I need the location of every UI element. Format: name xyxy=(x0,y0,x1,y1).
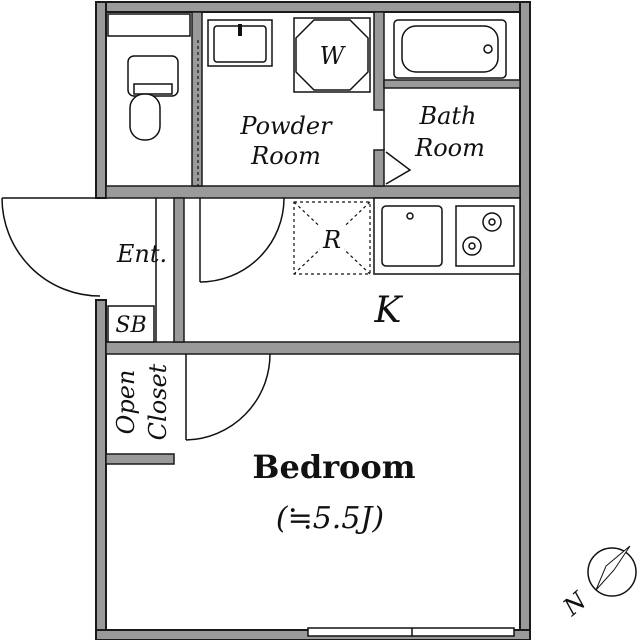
shoe-box xyxy=(107,305,155,343)
kitchen-counter xyxy=(373,197,521,275)
entrance-label: Ent. xyxy=(116,240,167,268)
compass-icon xyxy=(587,545,637,597)
entrance-door[interactable] xyxy=(1,197,101,297)
fridge-icon xyxy=(293,201,371,275)
kitchen-label: K xyxy=(374,290,404,331)
upper-shelf xyxy=(107,13,191,37)
powder-room-label-line2: Room xyxy=(250,142,321,170)
powder-room-door[interactable] xyxy=(199,197,285,283)
interior-walls xyxy=(105,11,521,465)
toilet-icon xyxy=(127,55,179,141)
bedroom-door[interactable] xyxy=(185,353,271,441)
bath-room-label-line2: Room xyxy=(414,134,485,162)
outer-walls xyxy=(95,1,531,640)
bottom-window xyxy=(307,627,515,637)
stove-burners-icon xyxy=(462,212,502,256)
fridge-label-bg xyxy=(320,225,344,253)
bath-door[interactable] xyxy=(383,110,412,185)
bathtub-icon xyxy=(393,19,507,79)
open-closet-label-line1: Open xyxy=(112,370,140,435)
fridge-label: R xyxy=(322,226,341,254)
washer-icon xyxy=(293,17,371,93)
washbasin-icon xyxy=(207,19,273,67)
bedroom-size-label: (≒5.5J) xyxy=(276,501,384,536)
washer-label: W xyxy=(320,42,347,70)
bedroom-label: Bedroom xyxy=(252,448,415,486)
open-closet-label-line2: Closet xyxy=(144,363,172,440)
compass-north-label: N xyxy=(557,586,593,622)
powder-room-label-line1: Powder xyxy=(239,112,333,140)
shoe-box-label: SB xyxy=(115,313,146,338)
bath-room-label-line1: Bath xyxy=(418,102,476,130)
